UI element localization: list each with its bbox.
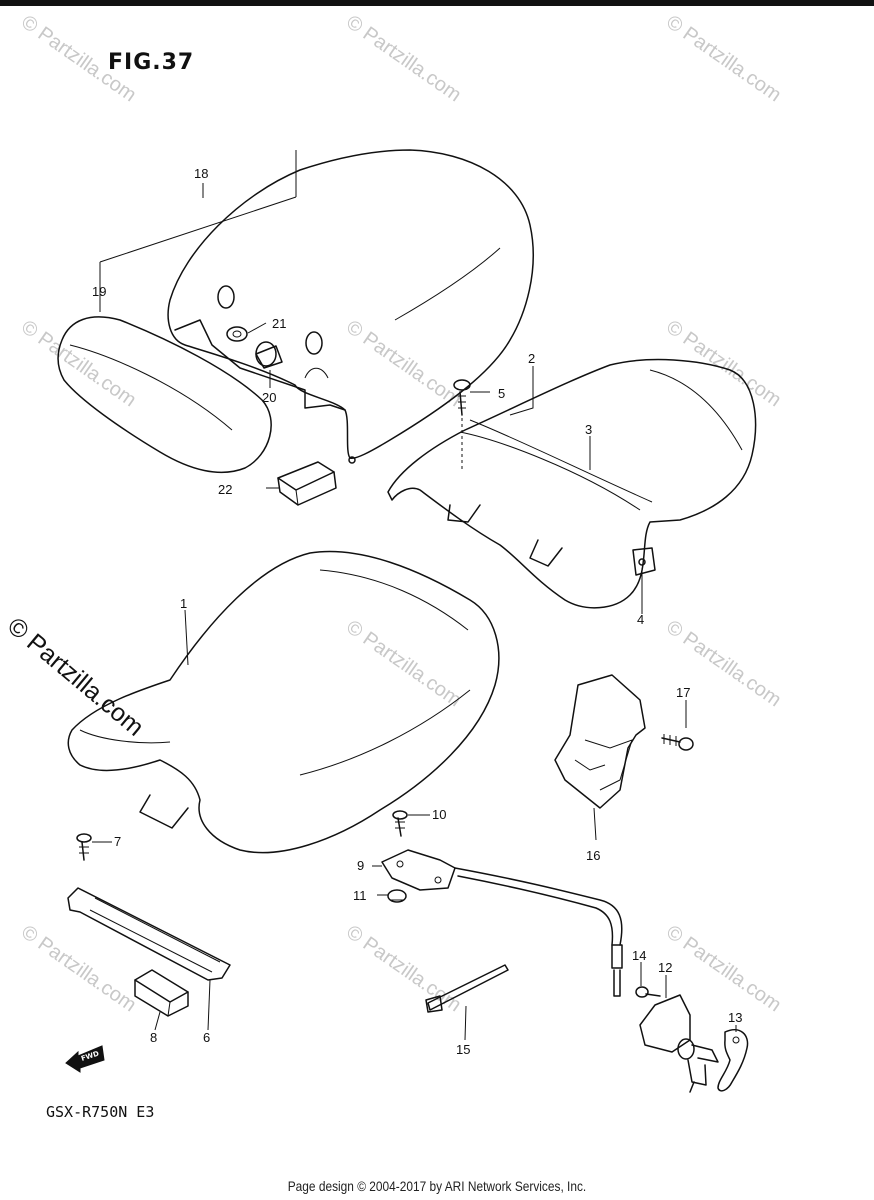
callout-13[interactable]: 13	[728, 1010, 742, 1025]
part-17-bolt[interactable]	[661, 734, 694, 751]
model-code: GSX-R750N E3	[46, 1103, 155, 1121]
figure-title: FIG.37	[108, 50, 195, 75]
callout-12[interactable]: 12	[658, 960, 672, 975]
callout-18[interactable]: 18	[194, 166, 208, 181]
part-16-seat-lock-bracket[interactable]	[554, 674, 646, 809]
watermark-text: © Partzilla.com	[662, 316, 785, 411]
callout-20[interactable]: 20	[262, 390, 276, 405]
part-21-cushion[interactable]	[226, 326, 248, 342]
part-11-nut[interactable]	[387, 889, 407, 903]
watermark-text: © Partzilla.com	[17, 921, 140, 1016]
part-14-screw[interactable]	[635, 986, 661, 998]
part-19-rear-cushion-pad[interactable]	[57, 316, 272, 474]
callout-17[interactable]: 17	[676, 685, 690, 700]
callout-9[interactable]: 9	[357, 858, 364, 873]
callout-1[interactable]: 1	[180, 596, 187, 611]
watermark-text: © Partzilla.com	[662, 11, 785, 106]
callout-21[interactable]: 21	[272, 316, 286, 331]
part-8-damper-block[interactable]	[134, 969, 189, 1017]
part-7-screw[interactable]	[76, 833, 92, 861]
page-footer: Page design © 2004-2017 by ARI Network S…	[287, 1178, 587, 1194]
part-15-clamp-band[interactable]	[425, 964, 509, 1013]
part-20-cushion[interactable]	[255, 341, 283, 369]
watermark-text: © Partzilla.com	[342, 616, 465, 711]
part-2-rear-seat[interactable]	[387, 358, 757, 609]
callout-14[interactable]: 14	[632, 948, 646, 963]
callout-10[interactable]: 10	[432, 807, 446, 822]
callout-7[interactable]: 7	[114, 834, 121, 849]
callout-8[interactable]: 8	[150, 1030, 157, 1045]
callout-15[interactable]: 15	[456, 1042, 470, 1057]
leader-lines	[92, 150, 737, 1041]
part-10-bolt[interactable]	[392, 810, 408, 837]
part-22-damper-block[interactable]	[277, 461, 337, 506]
callout-labels: 1 2 3 4 5 6 7 8 9 10 11 12 13 14 15 16 1…	[92, 166, 742, 1057]
part-9-seat-lock-plate-cable[interactable]	[381, 849, 623, 997]
callout-3[interactable]: 3	[585, 422, 592, 437]
watermark-text: © Partzilla.com	[17, 316, 140, 411]
watermark-text: © Partzilla.com	[342, 11, 465, 106]
callout-6[interactable]: 6	[203, 1030, 210, 1045]
part-18-seat-tail-cover[interactable]	[167, 149, 534, 464]
part-5-bolt[interactable]	[453, 379, 471, 416]
callout-5[interactable]: 5	[498, 386, 505, 401]
callout-19[interactable]: 19	[92, 284, 106, 299]
callout-4[interactable]: 4	[637, 612, 644, 627]
callout-11[interactable]: 11	[353, 888, 367, 903]
watermark-text: © Partzilla.com	[662, 921, 785, 1016]
callout-22[interactable]: 22	[218, 482, 232, 497]
part-6-seat-stay[interactable]	[67, 887, 231, 981]
part-13-lock-hook[interactable]	[717, 1028, 749, 1092]
part-1-front-seat[interactable]	[67, 550, 500, 854]
forward-direction-arrow-icon: FWD	[65, 1045, 105, 1073]
top-border	[0, 0, 874, 6]
callout-2[interactable]: 2	[528, 351, 535, 366]
part-12-seat-lock-set[interactable]	[639, 994, 719, 1093]
watermark-layer: © Partzilla.com © Partzilla.com © Partzi…	[17, 11, 785, 1016]
watermark-text: © Partzilla.com	[342, 316, 465, 411]
callout-16[interactable]: 16	[586, 848, 600, 863]
